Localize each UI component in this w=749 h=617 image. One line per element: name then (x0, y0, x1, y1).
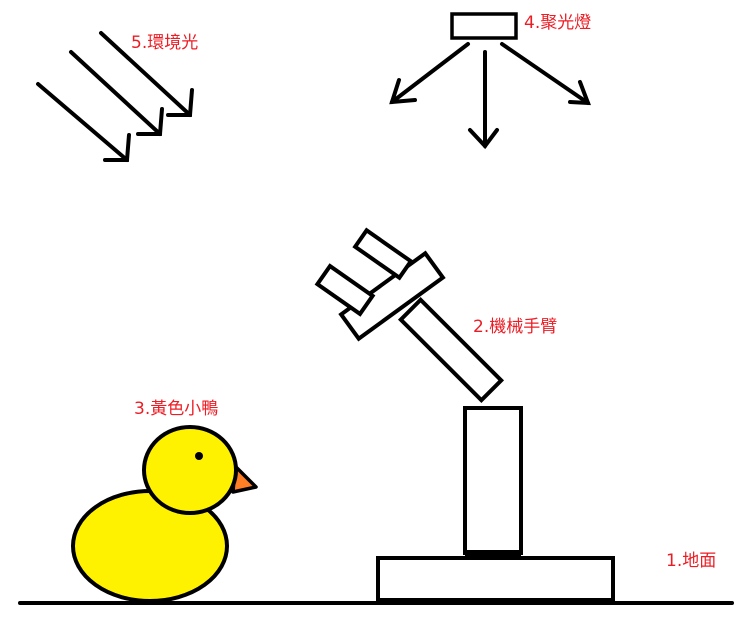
yellow-duck (71, 425, 258, 603)
spotlight-arrow-left (389, 42, 470, 105)
robot-forearm (397, 296, 505, 404)
ground-label: 1.地面 (666, 551, 717, 571)
robot-base (376, 556, 615, 602)
robot-column (463, 406, 523, 555)
robot-arm (314, 227, 615, 602)
duck-label: 3.黃色小鴨 (134, 399, 219, 419)
ambient-arrow-2 (69, 50, 164, 136)
ambient-light-arrows (36, 31, 194, 162)
spotlight-label: 4.聚光燈 (524, 13, 592, 33)
ambient-arrow-3 (36, 82, 131, 162)
spotlight-box (450, 12, 518, 40)
spotlight (389, 12, 591, 150)
robot-arm-label: 2.機械手臂 (473, 317, 558, 337)
robot-gripper-bar (338, 250, 446, 342)
spotlight-arrow-down (468, 50, 499, 150)
robot-finger-upper (352, 227, 414, 281)
spotlight-arrow-right (500, 42, 591, 106)
duck-head (142, 425, 238, 515)
ambient-arrow-1 (99, 31, 194, 117)
duck-eye (195, 452, 203, 460)
ambient-light-label: 5.環境光 (131, 33, 199, 53)
robot-finger-lower (314, 263, 376, 317)
